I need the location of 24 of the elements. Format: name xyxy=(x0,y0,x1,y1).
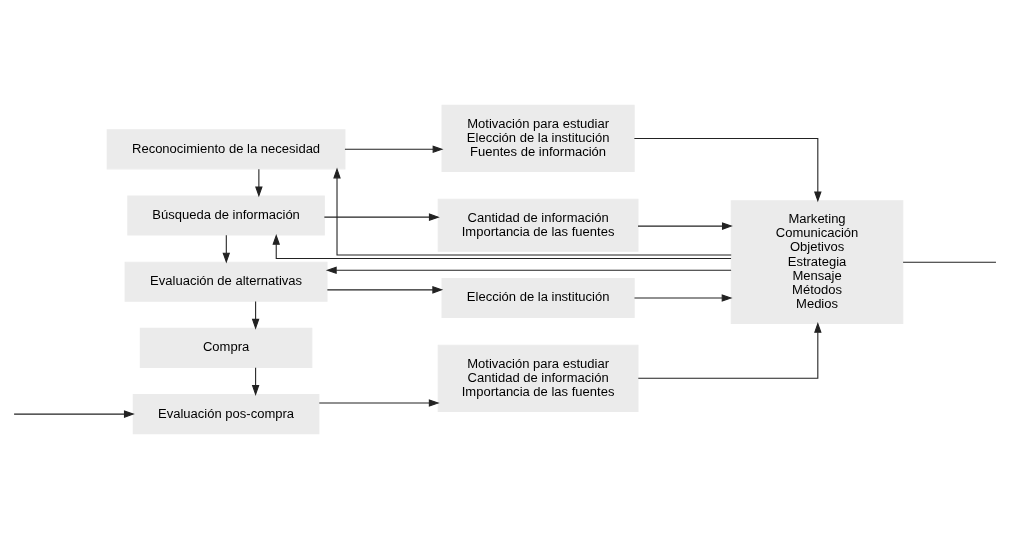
node-box: Marketing Comunicación Objetivos Estrategia Mensaje Métodos Medios xyxy=(730,199,904,324)
arrow xyxy=(272,233,732,259)
node-box: Elección de la institución xyxy=(441,277,635,318)
arrow xyxy=(222,234,231,263)
node-box: Evaluación pos-compra xyxy=(132,393,320,434)
connector xyxy=(902,261,997,263)
arrow xyxy=(13,409,135,418)
arrow xyxy=(344,145,444,153)
arrow xyxy=(323,212,440,221)
node-box: Compra xyxy=(139,327,313,368)
arrow xyxy=(633,137,822,202)
arrow xyxy=(637,321,822,379)
arrow xyxy=(637,221,733,230)
node-box: Búsqueda de información xyxy=(127,194,325,236)
arrow xyxy=(326,285,444,294)
arrow xyxy=(633,293,733,302)
arrow xyxy=(255,168,263,197)
node-box: Motivación para estudiar Cantidad de información Importancia de las fuentes xyxy=(437,344,639,412)
node-box: Evaluación de alternativas xyxy=(124,261,328,302)
node-box: Cantidad de información Importancia de las fuentes xyxy=(437,198,639,252)
node-box: Reconocimiento de la necesidad xyxy=(106,128,346,169)
node-box: Motivación para estudiar Elección de la institución Fuentes de información xyxy=(441,104,635,172)
arrow xyxy=(318,398,440,407)
arrow xyxy=(325,266,732,274)
